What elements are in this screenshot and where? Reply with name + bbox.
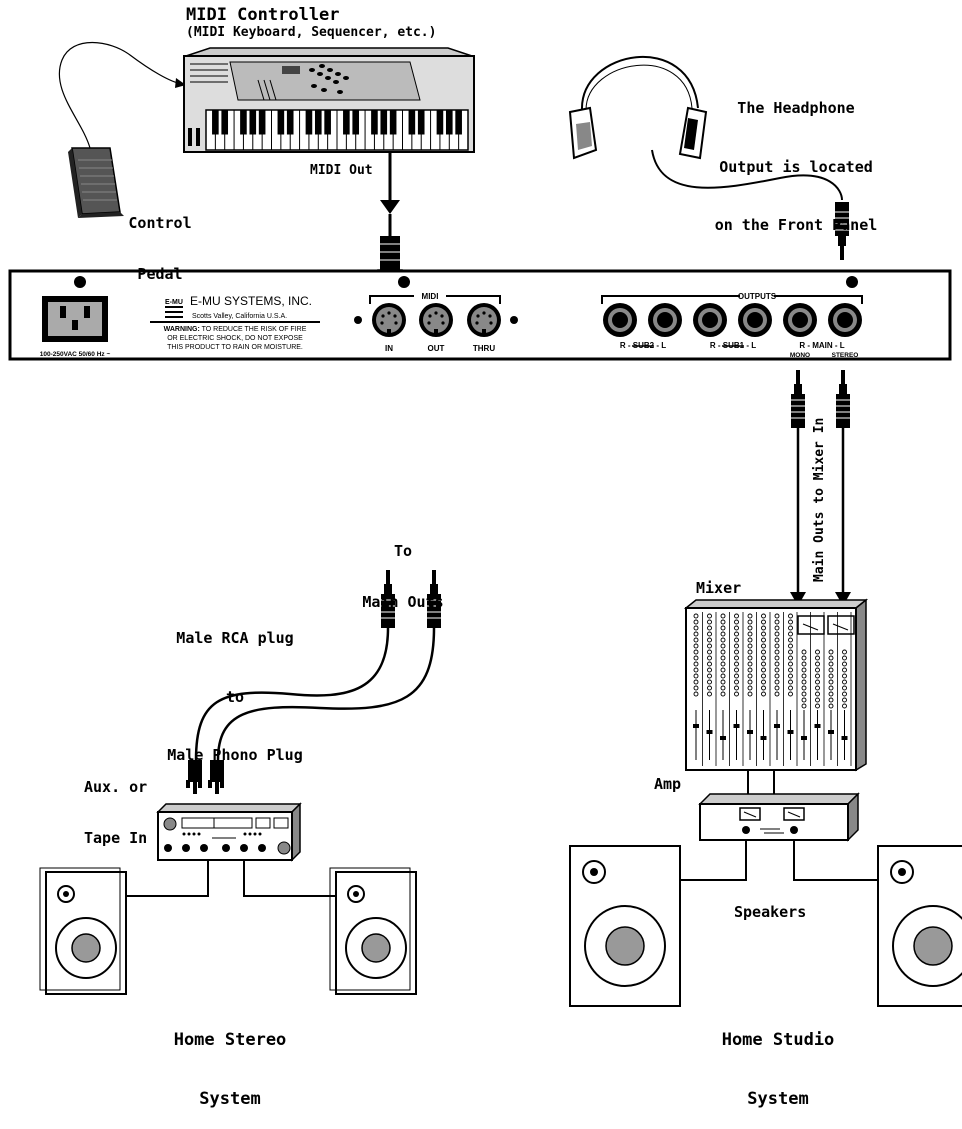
- aux-in-line-2: Tape In: [84, 829, 148, 848]
- to-main-outs-line-1: To: [393, 541, 413, 560]
- headphone-note: The Headphone Output is located on the F…: [686, 60, 906, 255]
- midi-cable: [377, 152, 403, 285]
- rca-plug-line-3: Male Phono Plug: [167, 746, 303, 764]
- aux-in-label: Aux. or Tape In: [84, 744, 147, 865]
- company-location: Scotts Valley, California U.S.A.: [192, 313, 287, 320]
- control-pedal: [58, 41, 186, 218]
- to-main-outs-label: To Main Outs: [348, 508, 458, 629]
- stereo-receiver: [156, 802, 302, 862]
- home-studio-label: Home Studio System: [668, 992, 888, 1129]
- sub1-label: R - SUB1 - L: [710, 341, 756, 350]
- aux-in-line-1: Aux. or: [84, 777, 148, 796]
- headphone-note-line-3: on the Front Panel: [714, 216, 878, 234]
- mono-label: MONO: [790, 352, 810, 359]
- warning-line-1: WARNING: TO REDUCE THE RISK OF FIRE: [164, 326, 307, 333]
- midi-controller-title: MIDI Controller: [186, 5, 340, 25]
- stereo-speaker-wires: [120, 860, 336, 897]
- midi-thru-label: THRU: [473, 344, 495, 353]
- connection-diagram: 100-250VAC 50/60 Hz ~ E-MU E-MU SYSTEMS,…: [8, 5, 962, 1108]
- stereo-speaker-right: [329, 867, 417, 995]
- midi-out-port-label: OUT: [428, 344, 445, 353]
- emu-logo: E-MU: [165, 299, 183, 306]
- amp-label: Amp: [654, 775, 682, 793]
- control-pedal-line-1: Control: [128, 213, 192, 232]
- main-outs-to-mixer-label: Main Outs to Mixer In: [812, 417, 827, 582]
- rear-panel: [8, 269, 952, 361]
- stereo-speaker-left: [39, 867, 127, 995]
- home-stereo-line-2: System: [199, 1088, 261, 1109]
- home-stereo-line-1: Home Stereo: [173, 1030, 287, 1051]
- control-pedal-line-2: Pedal: [137, 265, 183, 284]
- rca-plug-label: Male RCA plug to Male Phono Plug: [140, 590, 330, 785]
- home-studio-line-1: Home Studio: [721, 1030, 835, 1051]
- to-main-outs-line-2: Main Outs: [362, 593, 444, 612]
- rear-panel-text: 100-250VAC 50/60 Hz ~ E-MU E-MU SYSTEMS,…: [40, 292, 859, 359]
- warning-line-3: THIS PRODUCT TO RAIN OR MOISTURE.: [167, 344, 303, 351]
- stereo-label: STEREO: [832, 352, 859, 359]
- midi-keyboard: [183, 47, 475, 153]
- midi-controller-subtitle: (MIDI Keyboard, Sequencer, etc.): [186, 25, 437, 40]
- main-label: R - MAIN - L: [799, 341, 844, 350]
- outputs-header: OUTPUTS: [738, 292, 777, 301]
- home-stereo-label: Home Stereo System: [120, 992, 340, 1129]
- rca-plug-line-2: to: [225, 687, 245, 706]
- headphone-note-line-1: The Headphone: [737, 99, 855, 117]
- mixer-label: Mixer: [696, 579, 742, 597]
- home-studio-line-2: System: [747, 1088, 809, 1109]
- speakers-label: Speakers: [734, 903, 807, 921]
- studio-speaker-wires: [678, 840, 878, 881]
- amp: [698, 792, 860, 842]
- mixer: [683, 598, 869, 772]
- midi-in-label: IN: [385, 344, 393, 353]
- rca-cables: [186, 569, 442, 794]
- mixer-amp-wires: [747, 770, 775, 796]
- headphone-note-line-2: Output is located: [719, 157, 873, 176]
- rca-plug-line-1: Male RCA plug: [176, 629, 294, 647]
- headphones: [568, 56, 850, 261]
- studio-speaker-left: [569, 845, 681, 1007]
- studio-speaker-right: [877, 845, 962, 1007]
- control-pedal-label: Control Pedal: [120, 180, 200, 301]
- power-rating: 100-250VAC 50/60 Hz ~: [40, 351, 111, 358]
- midi-header: MIDI: [422, 292, 439, 301]
- sub2-label: R - SUB2 - L: [620, 341, 666, 350]
- diagram-artwork: 100-250VAC 50/60 Hz ~ E-MU E-MU SYSTEMS,…: [8, 41, 962, 1007]
- warning-line-2: OR ELECTRIC SHOCK, DO NOT EXPOSE: [167, 335, 303, 342]
- main-out-cables: [790, 369, 851, 606]
- company-name: E-MU SYSTEMS, INC.: [190, 294, 312, 308]
- midi-out-label: MIDI Out: [310, 163, 373, 178]
